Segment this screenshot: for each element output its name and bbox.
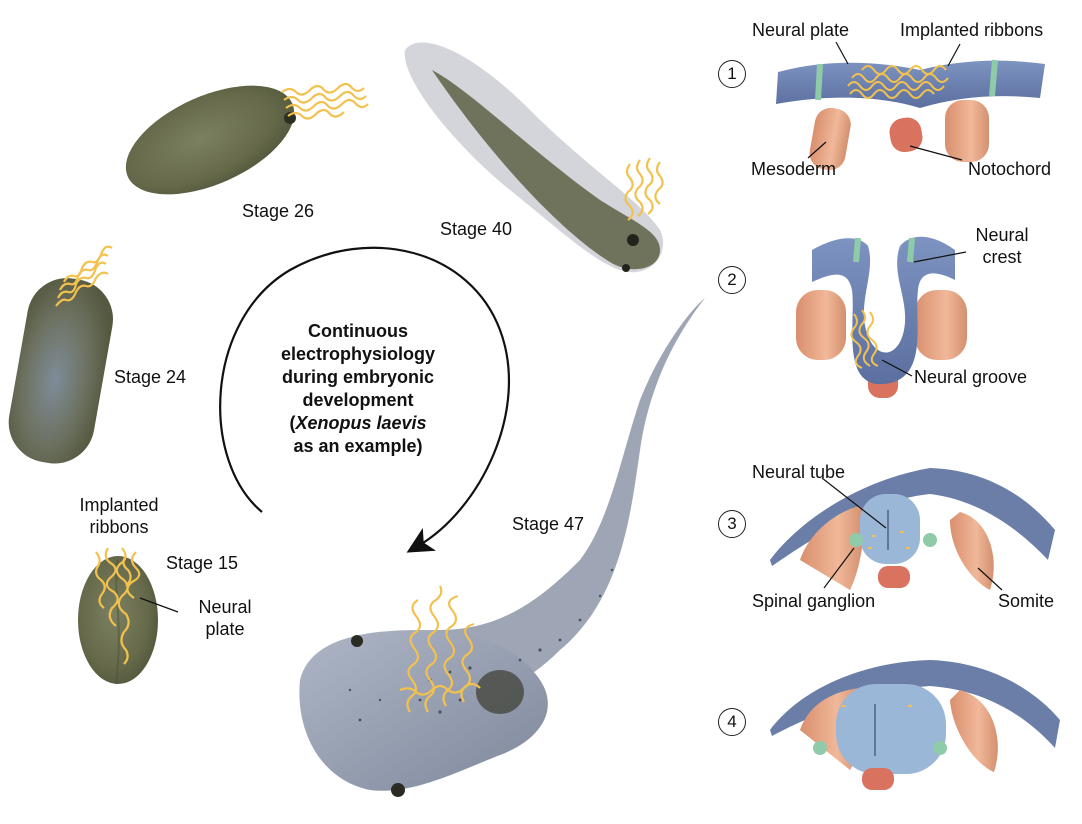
stage-26-label: Stage 26 <box>242 201 315 221</box>
stage-15-label: Stage 15 <box>166 553 239 573</box>
panel-2-neural-groove-illustration <box>796 236 967 398</box>
panel-4-number: 4 <box>718 708 746 736</box>
development-cycle-arrow <box>219 246 510 553</box>
stage-47-tadpole <box>299 298 705 797</box>
caption-line-3: during embryonic <box>281 367 434 387</box>
caption-line-1: Continuous <box>308 321 408 341</box>
caption-line-6: as an example) <box>293 436 423 456</box>
panel-1-number: 1 <box>718 60 746 88</box>
spinal-ganglion-label: Spinal ganglion <box>752 591 876 611</box>
implanted-ribbons-panel-label: Implanted ribbons <box>900 20 1044 40</box>
panel-3-neural-tube-illustration <box>770 468 1055 591</box>
panel-4-spinal-cord-illustration <box>770 660 1060 790</box>
implanted-ribbons-label: Implanted ribbons <box>79 495 159 537</box>
stage-26-embryo <box>125 85 295 195</box>
panel-1-neural-plate-illustration <box>776 41 1045 171</box>
neural-plate-label: Neural plate <box>752 20 850 40</box>
caption-line-4: development <box>302 390 414 410</box>
neural-plate-label-stage15: Neural plate <box>198 597 252 639</box>
caption-line-5: (Xenopus laevis <box>289 413 427 433</box>
mesoderm-label: Mesoderm <box>751 159 837 179</box>
neural-tube-label: Neural tube <box>752 462 846 482</box>
stage-24-label: Stage 24 <box>114 367 187 387</box>
panel-2-number: 2 <box>718 266 746 294</box>
neural-crest-label: Neural crest <box>975 225 1029 267</box>
stage-24-embryo <box>8 278 113 464</box>
central-caption: Continuous electrophysiology during embr… <box>258 320 458 458</box>
stage-47-label: Stage 47 <box>512 514 585 534</box>
neural-groove-label: Neural groove <box>914 367 1028 387</box>
species-name: Xenopus laevis <box>295 413 427 433</box>
somite-label: Somite <box>998 591 1055 611</box>
stage-15-embryo <box>78 547 179 685</box>
stage-24-ribbons <box>55 245 113 307</box>
panel-3-number: 3 <box>718 510 746 538</box>
notochord-label: Notochord <box>968 159 1052 179</box>
stage-40-tadpole <box>404 42 664 273</box>
stage-40-label: Stage 40 <box>440 219 513 239</box>
stage-26-ribbons <box>281 82 369 120</box>
caption-line-2: electrophysiology <box>280 344 436 364</box>
